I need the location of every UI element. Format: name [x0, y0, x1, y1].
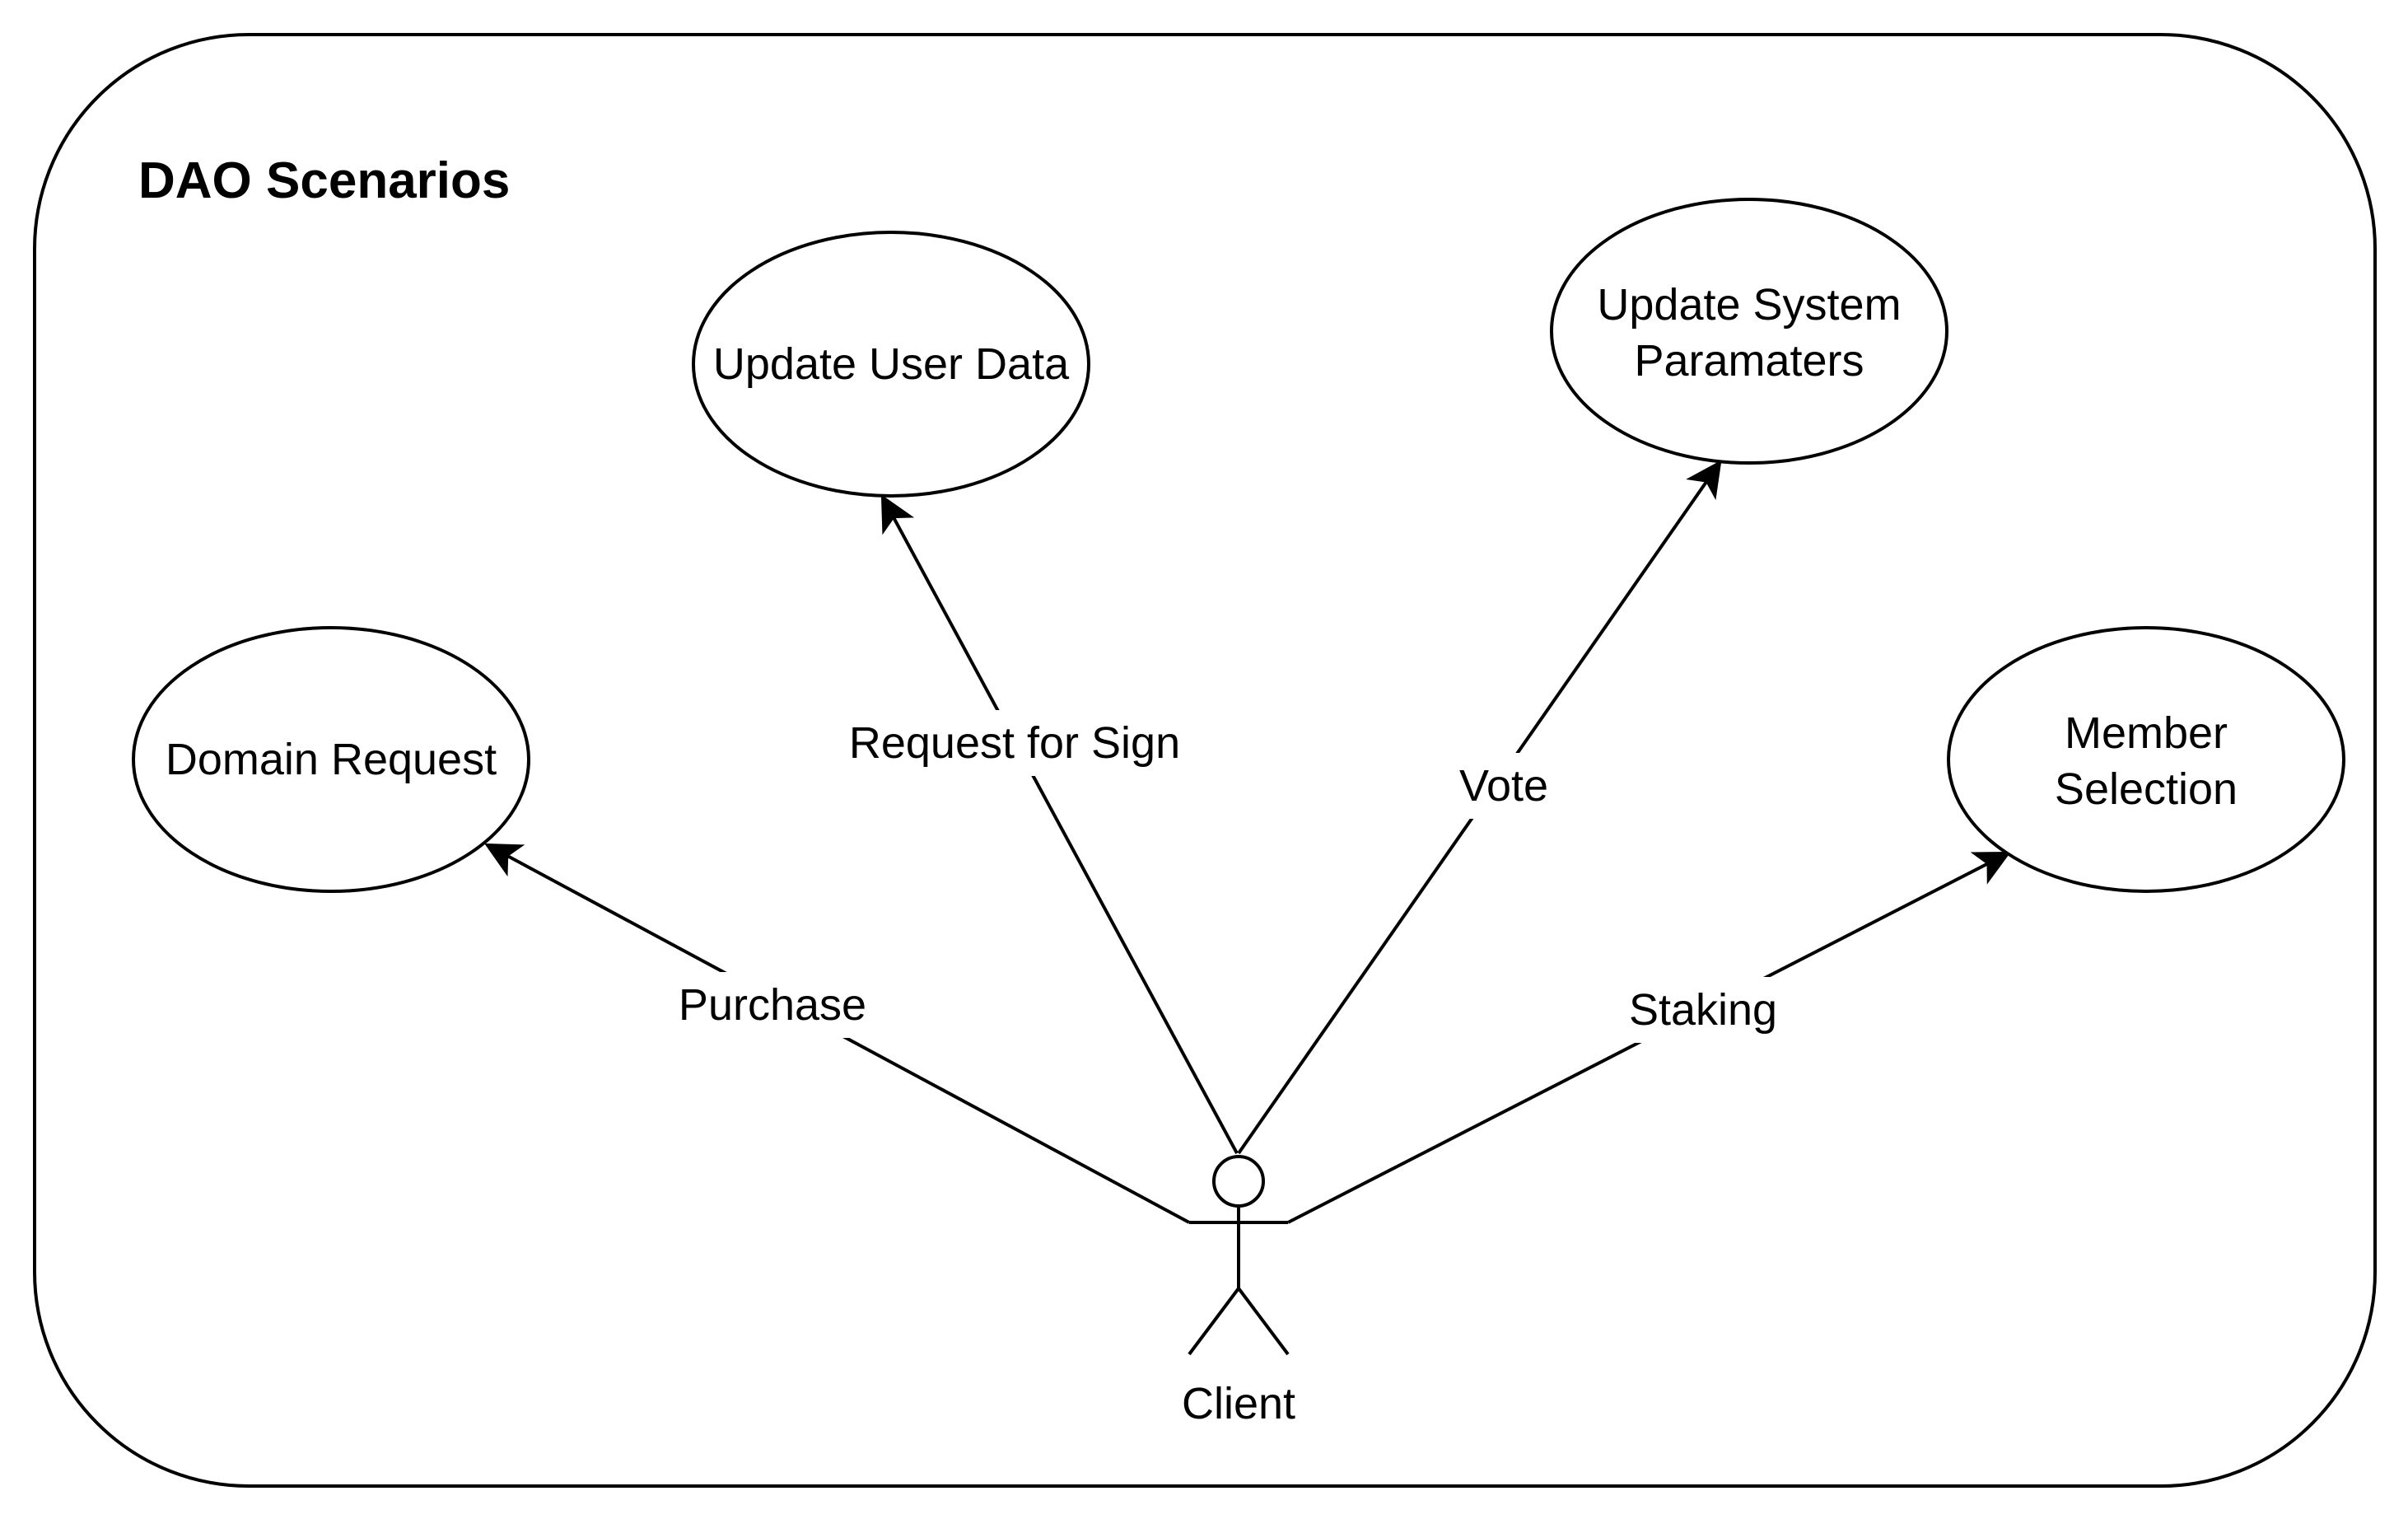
actor-right-leg: [1237, 1287, 1290, 1356]
edge-staking: Staking: [1287, 851, 2011, 1224]
use-case-domain-request: Domain Request: [132, 626, 530, 893]
edge-vote-label-bg: [1443, 753, 1566, 819]
use-case-member-selection-label-line-2: Selection: [2055, 764, 2238, 814]
edge-request-for-sign: Request for Sign: [832, 494, 1239, 1154]
edge-request-for-sign-line: [880, 494, 1239, 1154]
edge-purchase-label: Purchase: [679, 980, 866, 1030]
diagram-title: DAO Scenarios: [138, 152, 510, 209]
use-case-update-system-parameters-shape: [1550, 198, 1948, 465]
edge-staking-label-bg: [1616, 977, 1790, 1043]
edge-purchase-label-bg: [659, 972, 881, 1038]
use-case-member-selection-label-line-1: Member: [2065, 708, 2228, 758]
use-case-update-user-data-shape: [692, 231, 1090, 498]
use-case-domain-request-label: Domain Request: [166, 735, 497, 784]
use-case-domain-request-shape: [132, 626, 530, 893]
actor-head: [1212, 1155, 1265, 1208]
use-case-update-user-data-label: Update User Data: [713, 339, 1070, 389]
use-case-member-selection: Member Selection: [1947, 626, 2345, 893]
edge-request-for-sign-label-bg: [832, 710, 1202, 776]
actor-client: Client: [1182, 1155, 1295, 1428]
use-case-member-selection-shape: [1947, 626, 2345, 893]
actor-label: Client: [1182, 1379, 1295, 1428]
use-case-update-system-parameters: Update System Paramaters: [1550, 198, 1948, 465]
edge-vote: Vote: [1237, 460, 1722, 1155]
edge-purchase: Purchase: [484, 843, 1190, 1224]
edge-request-for-sign-label: Request for Sign: [849, 718, 1180, 768]
use-case-update-user-data: Update User Data: [692, 231, 1090, 498]
actor-left-leg: [1188, 1287, 1240, 1356]
use-case-update-system-parameters-label-line-2: Paramaters: [1634, 336, 1864, 386]
edge-vote-label: Vote: [1459, 761, 1548, 811]
edge-staking-label: Staking: [1629, 985, 1777, 1035]
use-case-update-system-parameters-label-line-1: Update System: [1597, 280, 1901, 330]
